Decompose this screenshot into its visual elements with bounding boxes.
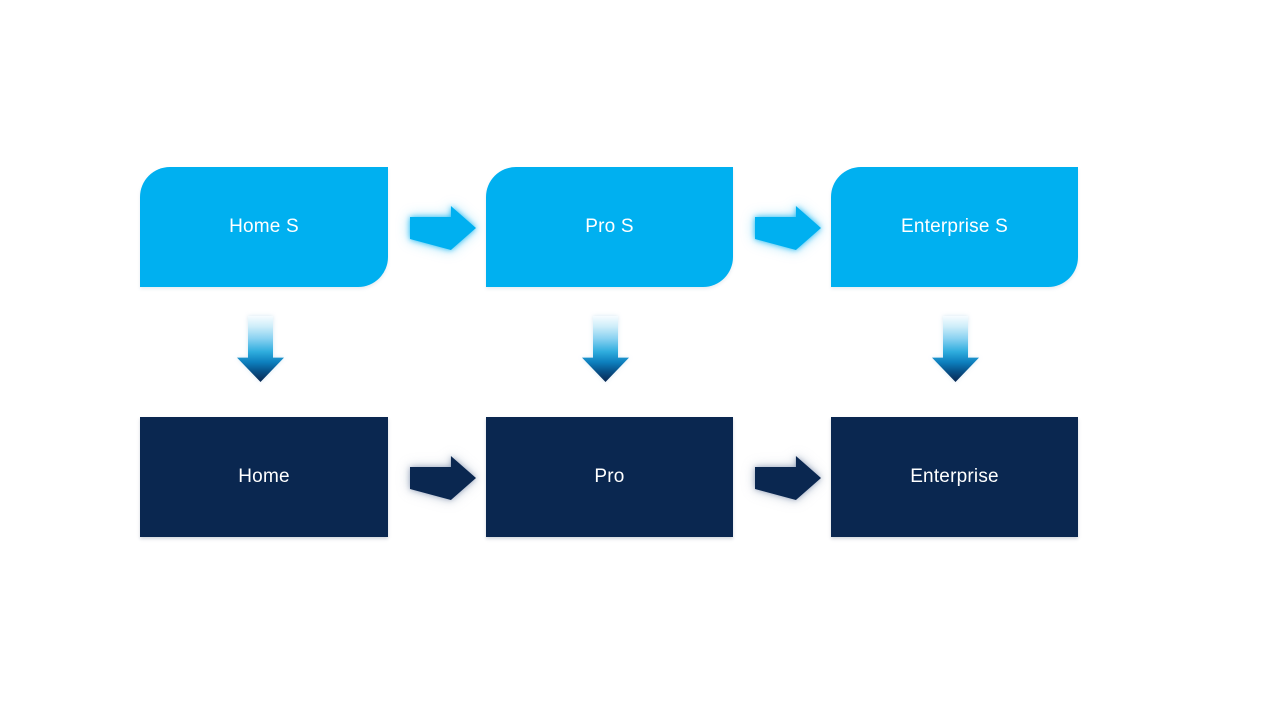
down-arrow-icon [237,316,284,382]
down-arrow-icon [932,316,979,382]
node-home-s: Home S [140,167,388,287]
right-arrow-icon [755,206,821,250]
down-arrow-icon [582,316,629,382]
right-arrow-shape [755,456,821,500]
node-home: Home [140,417,388,537]
node-home-s-label: Home S [229,216,299,237]
node-enterprise-label: Enterprise [910,466,999,487]
node-pro-s: Pro S [486,167,733,287]
down-arrow-shape [237,316,284,382]
node-pro-s-label: Pro S [585,216,634,237]
right-arrow-icon [410,206,476,250]
node-pro: Pro [486,417,733,537]
node-home-label: Home [238,466,290,487]
down-arrow-shape [932,316,979,382]
right-arrow-icon [755,456,821,500]
right-arrow-shape [755,206,821,250]
right-arrow-icon [410,456,476,500]
right-arrow-shape [410,456,476,500]
node-enterprise-s-label: Enterprise S [901,216,1008,237]
node-enterprise: Enterprise [831,417,1078,537]
node-enterprise-s: Enterprise S [831,167,1078,287]
right-arrow-shape [410,206,476,250]
node-pro-label: Pro [594,466,625,487]
down-arrow-shape [582,316,629,382]
